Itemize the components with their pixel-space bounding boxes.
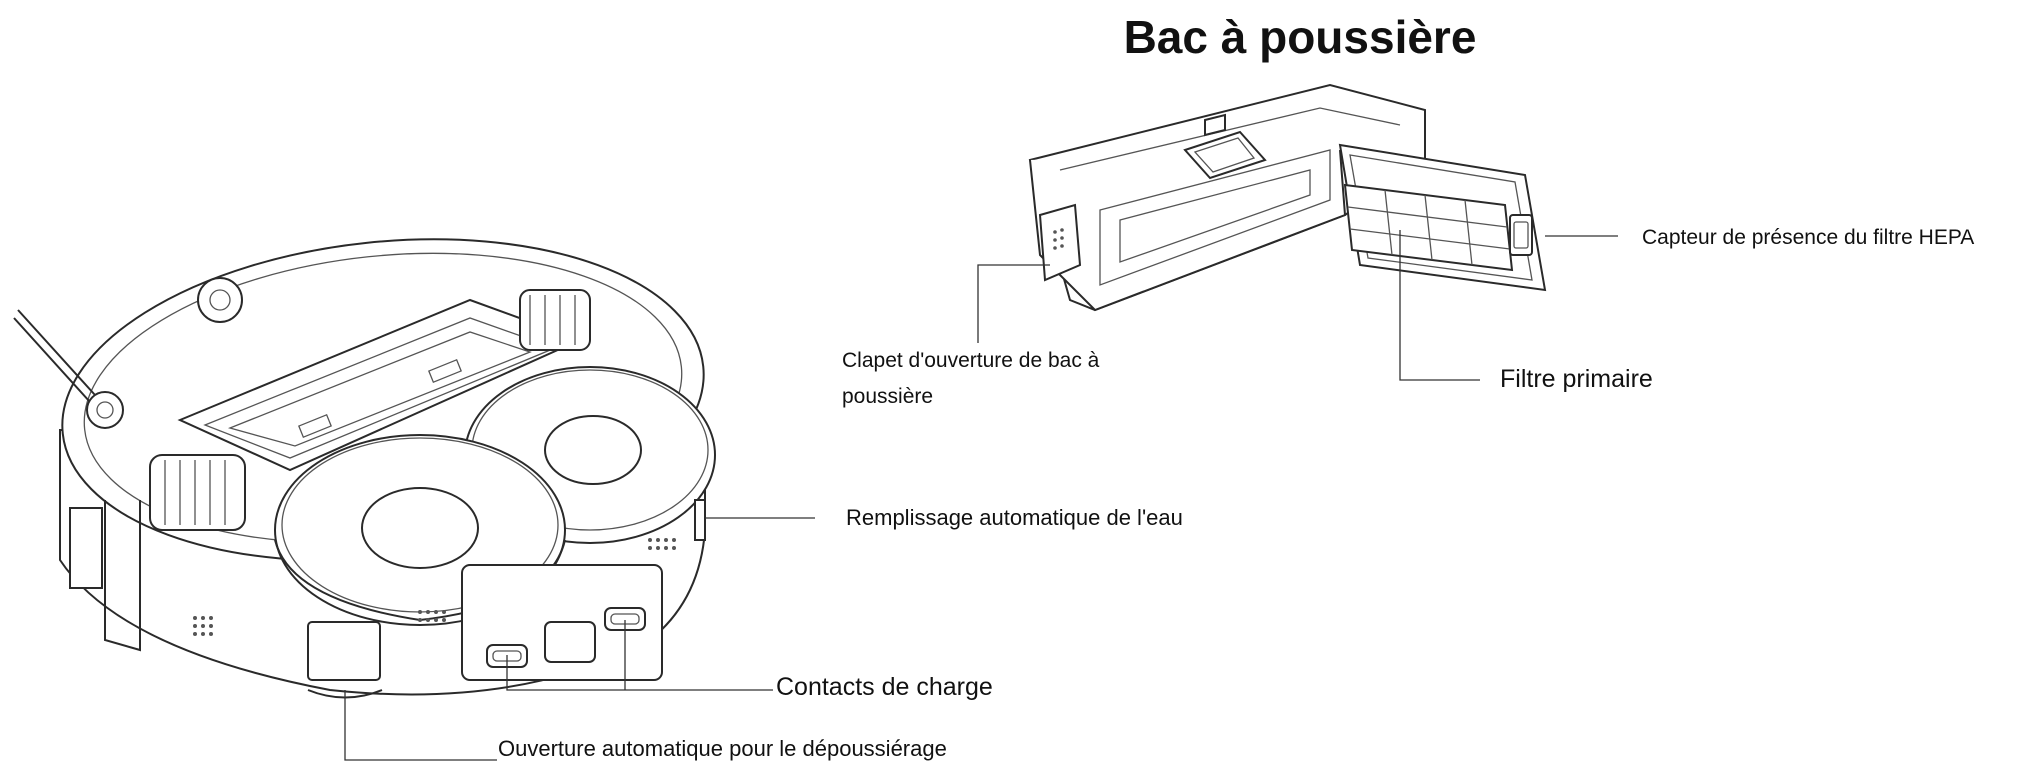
label-auto-empty-opening: Ouverture automatique pour le dépoussiér…	[498, 736, 947, 761]
dust-bin-drawing	[1028, 83, 1547, 312]
label-charging-contacts: Contacts de charge	[776, 673, 993, 701]
robot-leader-lines	[344, 517, 815, 761]
label-bin-flap-line1: Clapet d'ouverture de bac à	[842, 349, 1100, 372]
dust-bin-title: Bac à poussière	[1123, 11, 1477, 63]
label-primary-filter: Filtre primaire	[1500, 365, 1653, 393]
bin-leader-lines	[977, 230, 1618, 381]
label-bin-flap-line2: poussière	[842, 385, 934, 408]
robot-vacuum-drawing	[13, 238, 716, 699]
label-hepa-sensor: Capteur de présence du filtre HEPA	[1642, 226, 1975, 249]
label-water-refill: Remplissage automatique de l'eau	[846, 505, 1183, 530]
